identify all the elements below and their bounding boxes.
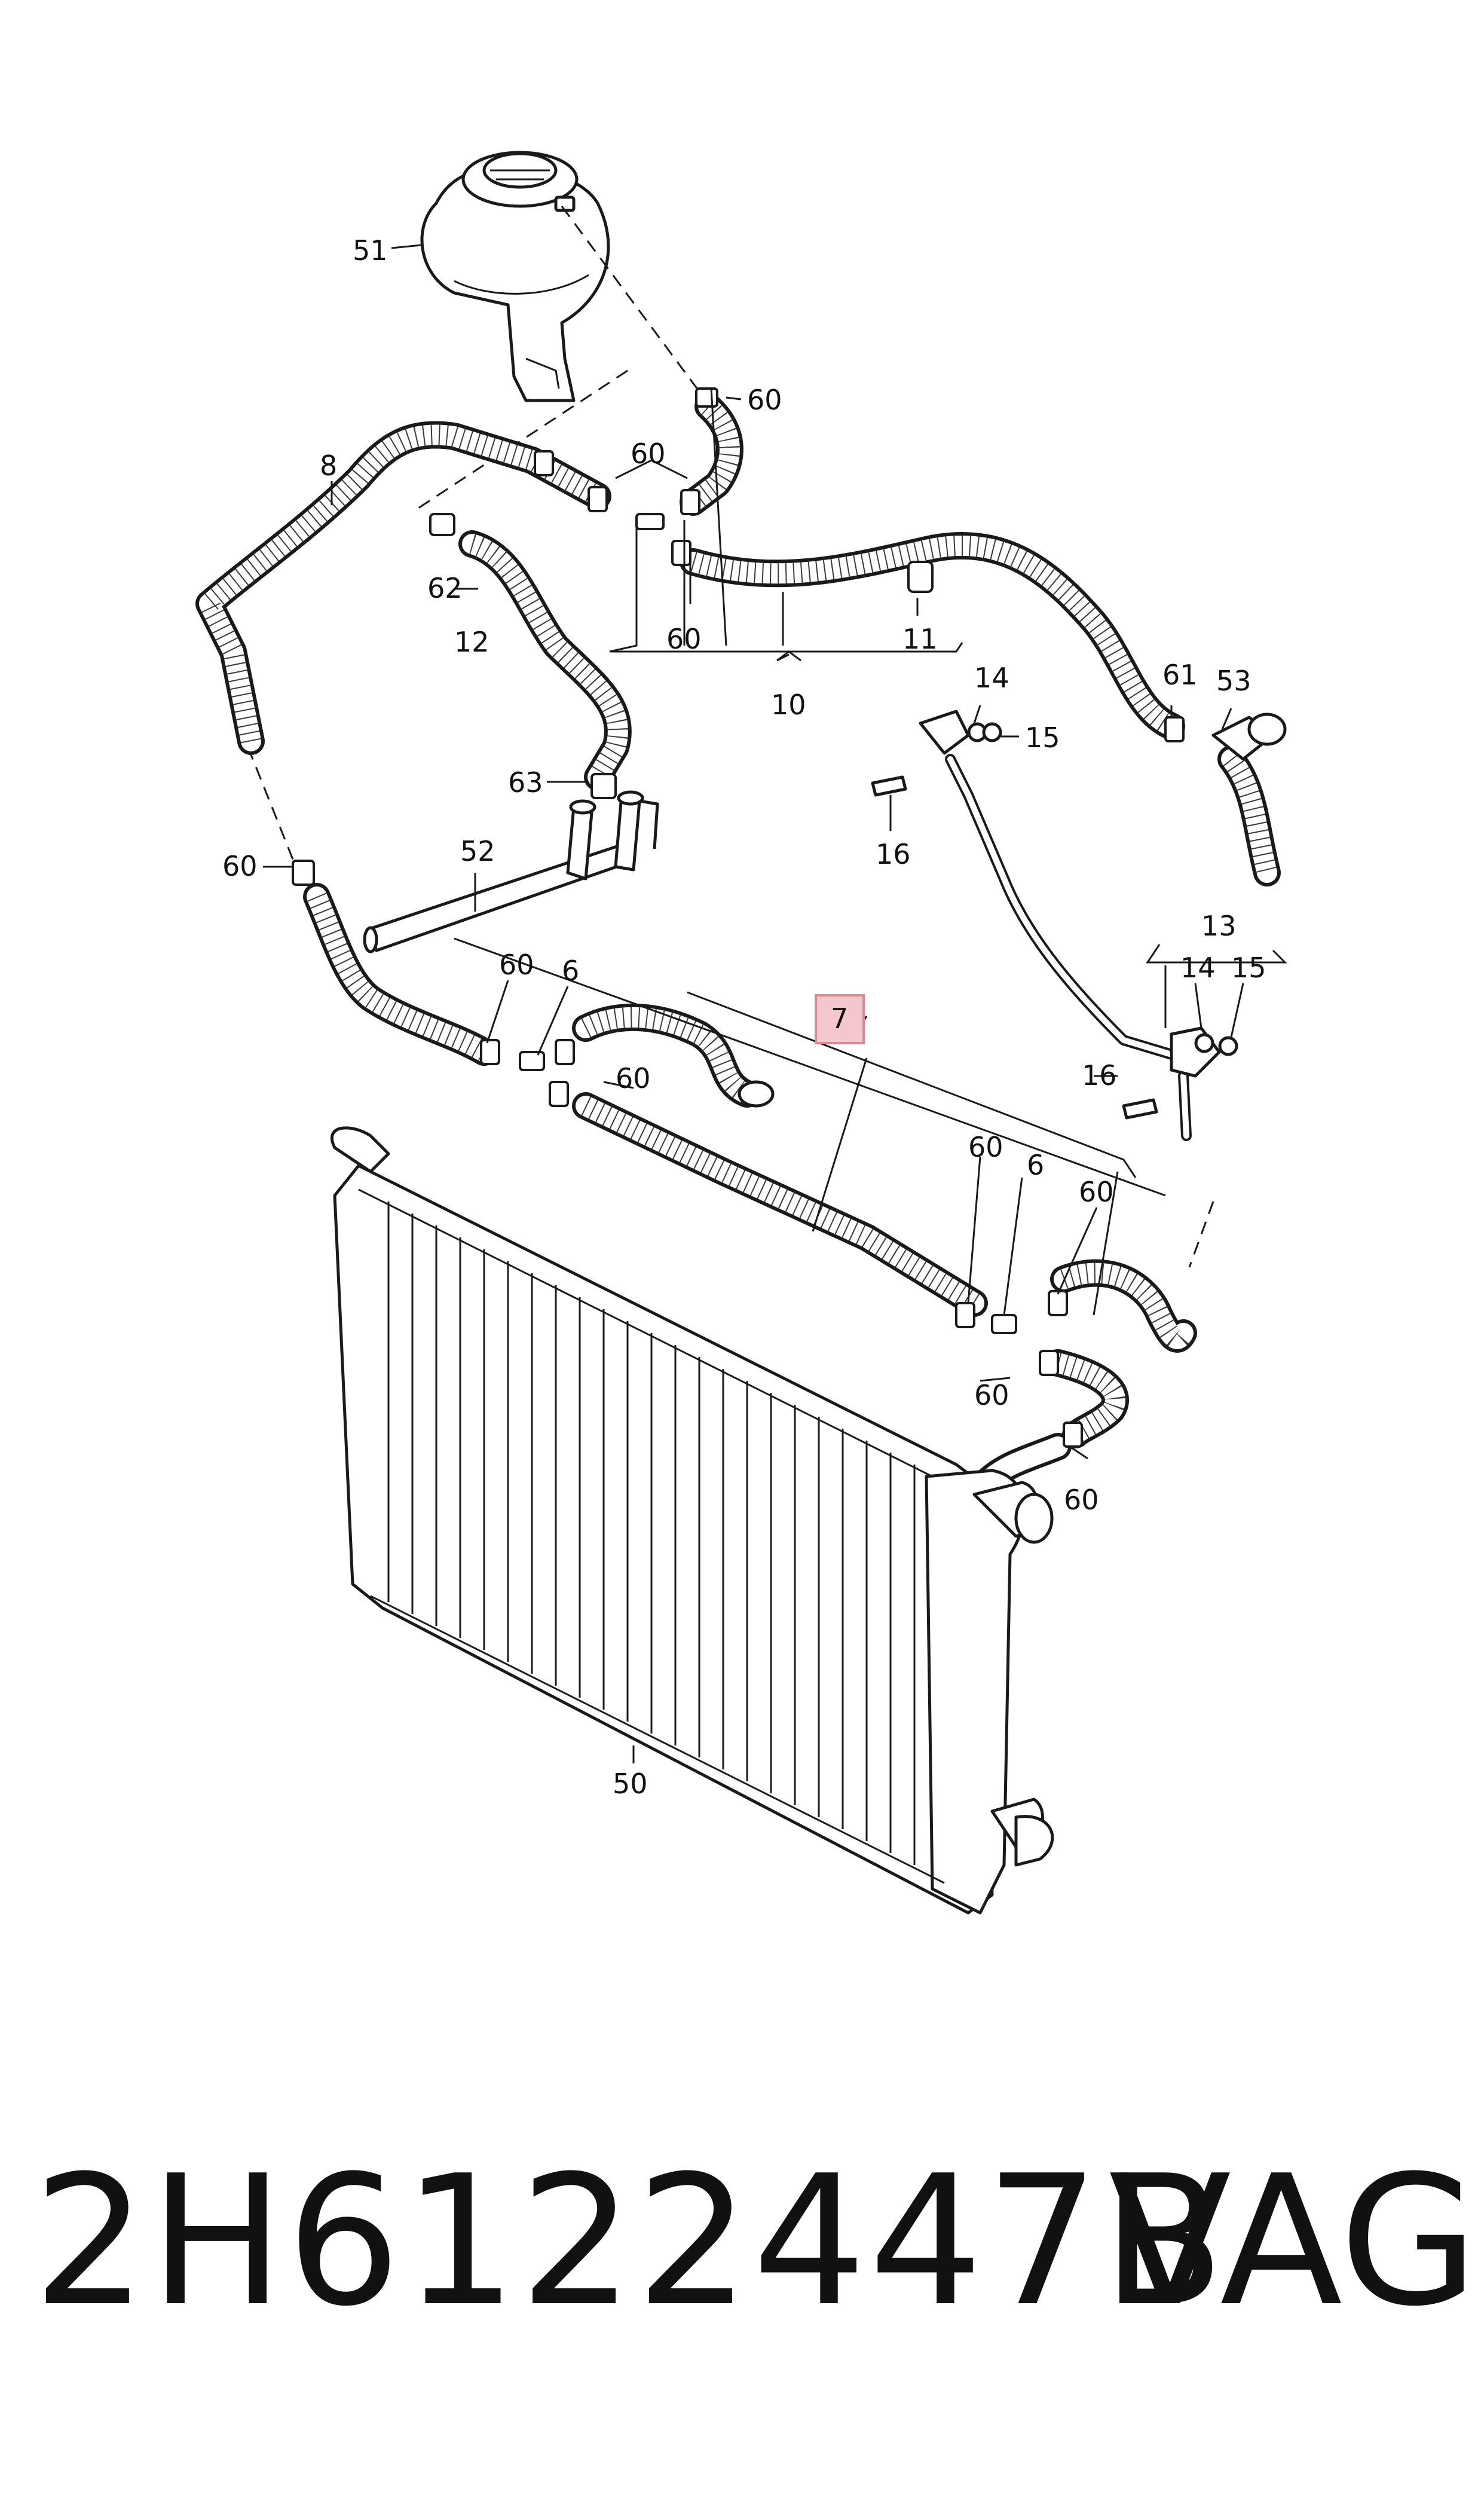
- label-14: 14: [974, 662, 1009, 694]
- label-60: 60: [631, 438, 666, 470]
- label-12: 12: [454, 626, 489, 658]
- label-7: 7: [831, 1002, 848, 1035]
- part-number: 2H6122447B: [33, 2137, 1228, 2346]
- label-53: 53: [1216, 665, 1252, 697]
- label-16: 16: [876, 838, 911, 870]
- label-16: 16: [1082, 1059, 1117, 1092]
- label-6: 6: [562, 955, 579, 987]
- label-11: 11: [902, 623, 938, 655]
- clamps-and-fittings: [292, 387, 1287, 1448]
- label-60: 60: [747, 384, 782, 416]
- label-50: 50: [613, 1768, 648, 1800]
- label-62: 62: [427, 572, 463, 604]
- label-52: 52: [460, 835, 495, 867]
- leader-lines: [263, 244, 1287, 1763]
- footer: 2H6122447B VAG: [0, 2128, 1484, 2379]
- metal-pipes: [363, 754, 1192, 1141]
- label-60: 60: [666, 623, 702, 655]
- label-60: 60: [1064, 1484, 1099, 1516]
- guide-lines: [247, 206, 1214, 1268]
- label-10: 10: [771, 689, 806, 721]
- label-15: 15: [1231, 952, 1266, 984]
- label-15: 15: [1025, 722, 1060, 754]
- hoses: [195, 393, 1281, 1496]
- label-60: 60: [616, 1062, 651, 1095]
- label-60: 60: [974, 1379, 1009, 1411]
- expansion-tank-51: [420, 151, 610, 402]
- label-63: 63: [508, 766, 543, 799]
- label-60: 60: [499, 949, 534, 981]
- radiator-core-fins: [358, 1188, 945, 1884]
- label-60: 60: [968, 1131, 1003, 1163]
- highlight-box-7: [815, 994, 865, 1044]
- callout-labels: 51 60 8 60 62 60 11 12 10 14 15 61 53 63…: [222, 234, 1266, 1800]
- label-61: 61: [1162, 659, 1198, 691]
- brand-name: VAG: [1109, 2137, 1479, 2346]
- radiator-50: [330, 1126, 1054, 1915]
- label-60: 60: [1079, 1176, 1114, 1208]
- cooling-system-diagram: 51 60 8 60 62 60 11 12 10 14 15 61 53 63…: [195, 151, 1287, 1915]
- label-13: 13: [1201, 910, 1237, 942]
- label-14: 14: [1180, 952, 1216, 984]
- label-8: 8: [320, 450, 337, 482]
- label-60: 60: [222, 850, 258, 882]
- label-51: 51: [353, 234, 388, 267]
- label-6: 6: [1027, 1149, 1044, 1181]
